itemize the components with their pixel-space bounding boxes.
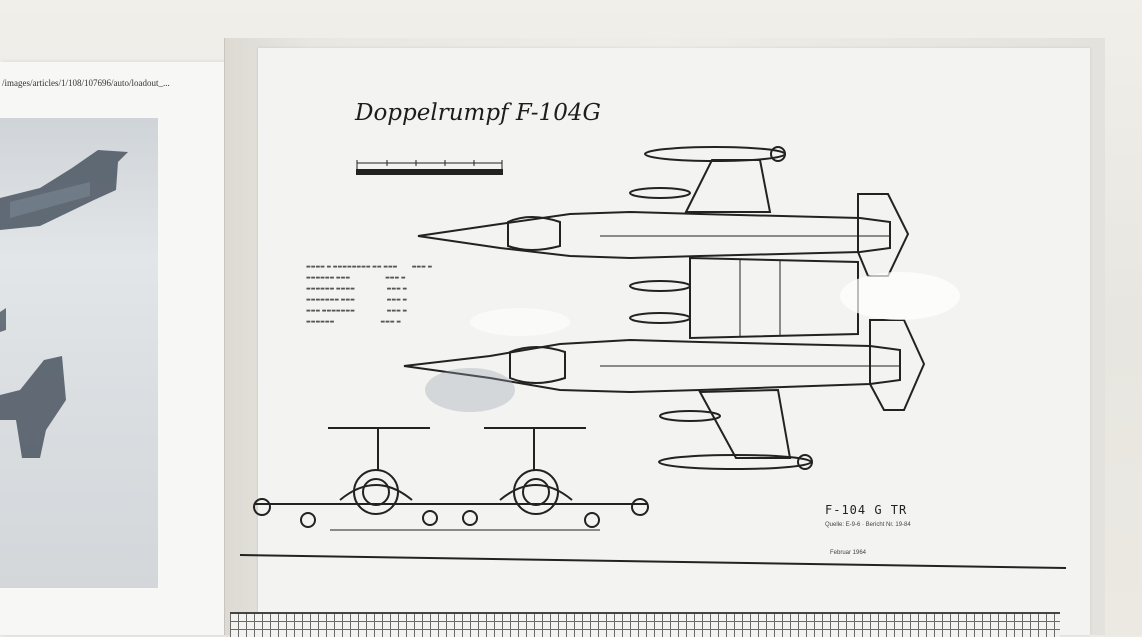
shadow-blotch: [425, 368, 515, 412]
source-reference: Quelle: E-9-6 · Bericht Nr. 19-84: [825, 522, 911, 528]
spec-row: ▬▬▬▬▬▬ ▬▬▬ ▬▬▬ ▬: [306, 275, 406, 281]
glare-spot: [470, 308, 570, 336]
grid-paper-strip: [230, 612, 1060, 637]
spec-row: ▬▬▬ ▬▬▬▬▬▬▬ ▬▬▬ ▬: [306, 308, 408, 314]
left-printout-url: /images/articles/1/108/107696/auto/loado…: [2, 78, 170, 88]
baseline-rule: [239, 554, 1067, 569]
drawing-date: Februar 1964: [830, 550, 867, 556]
scale-bar: [356, 160, 503, 175]
spec-row: ▬▬▬▬▬▬▬ ▬▬▬ ▬▬▬ ▬: [306, 297, 408, 303]
spec-table: ▬▬▬▬ ▬ ▬▬▬▬▬▬▬▬ ▬▬ ▬▬▬ ▬▬▬ ▬ ▬▬▬▬▬▬ ▬▬▬ …: [306, 264, 546, 330]
spec-row: ▬▬▬▬▬▬ ▬▬▬▬ ▬▬▬ ▬: [306, 286, 408, 292]
centre-wing: [689, 256, 859, 340]
spec-row: ▬▬▬▬▬▬ ▬▬▬ ▬: [306, 319, 401, 325]
glare-spot: [840, 272, 960, 320]
aircraft-designation: F-104 G TR: [825, 503, 908, 517]
drawing-title: Doppelrumpf F-104G: [355, 100, 601, 126]
spec-row: ▬▬▬▬ ▬ ▬▬▬▬▬▬▬▬ ▬▬ ▬▬▬ ▬▬▬ ▬: [306, 264, 433, 270]
lower-fuselage: [403, 319, 926, 470]
front-view: [253, 427, 649, 531]
